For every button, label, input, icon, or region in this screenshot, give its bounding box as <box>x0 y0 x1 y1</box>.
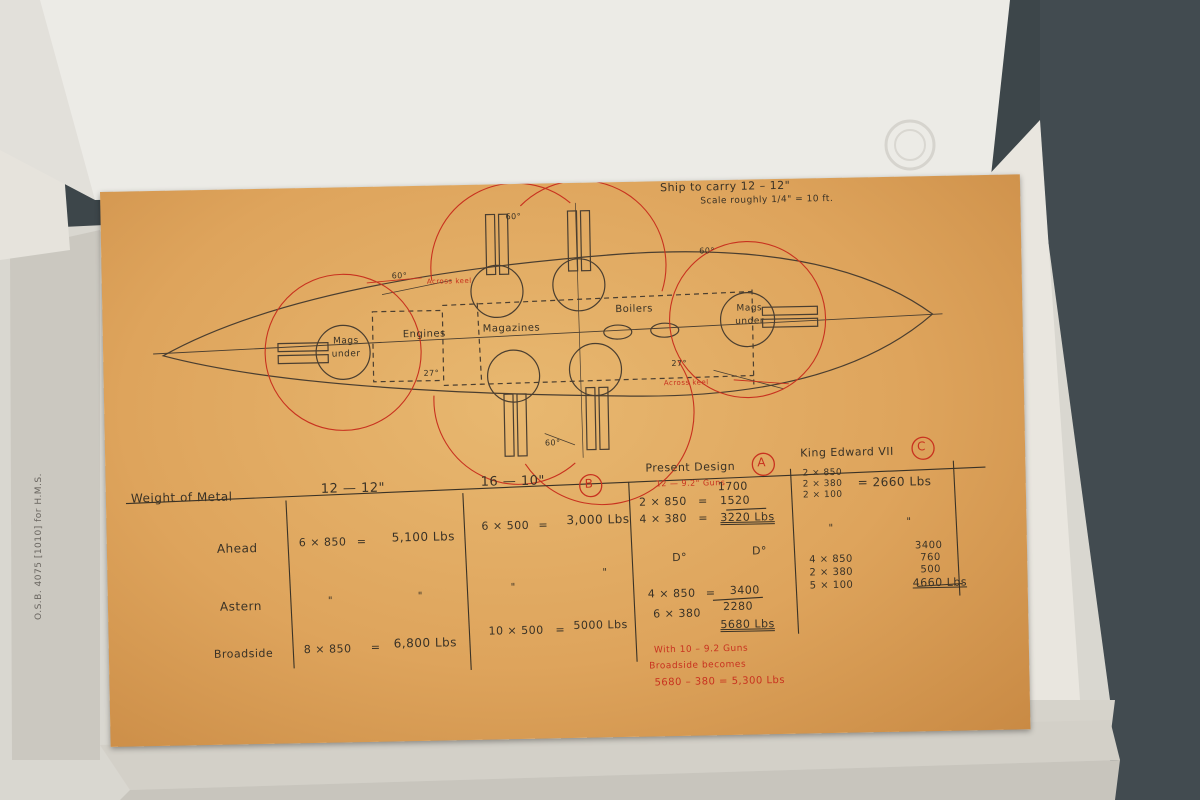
ahead-col4-total: = 2660 Lbs <box>857 474 932 490</box>
label-angle-60-c: 60° <box>699 246 716 256</box>
table-top-rule <box>125 466 986 505</box>
header-weight-of-metal: Weight of Metal <box>130 489 233 506</box>
row-label-broadside: Broadside <box>213 646 274 661</box>
ahead-col4-c: 2 × 100 <box>802 489 843 501</box>
ahead-col2-a: 6 × 500 <box>481 518 530 533</box>
ahead-col3-line2-a: 4 × 380 <box>639 511 688 526</box>
drawing-sheet: Ship to carry 12 – 12" Scale roughly 1/4… <box>100 174 1031 747</box>
ahead-col1-b: 5,100 Lbs <box>391 529 456 545</box>
ahead-col3-line1-b: 1520 <box>719 493 751 508</box>
label-angle-60-b: 60° <box>505 211 522 222</box>
astern-col3-ditto-b: D° <box>751 544 768 558</box>
note-line2: Broadside becomes <box>649 659 747 672</box>
spine-text: O.S.B. 4075 [1010] for H.M.S. <box>34 472 44 620</box>
centerline <box>153 313 943 355</box>
note-line1: With 10 – 9.2 Guns <box>653 643 749 656</box>
label-angle-27-b: 27° <box>671 358 688 369</box>
ahead-col3-line2-b: 3220 Lbs <box>720 510 775 525</box>
astern-col4-ditto-b: " <box>906 516 912 528</box>
label-mags-under-fwd: Mags under <box>331 336 361 360</box>
astern-col4-b-val: 760 <box>920 551 941 564</box>
astern-col4-a: 4 × 850 <box>809 553 853 566</box>
marker-a-circle <box>751 452 776 476</box>
label-angle-27-a: 27° <box>423 368 440 378</box>
ahead-col3-line1-eq: = <box>697 494 708 508</box>
ahead-col3-line2-eq: = <box>698 511 709 525</box>
label-boilers: Boilers <box>615 303 653 316</box>
header-col3-marker: A <box>757 455 767 470</box>
astern-col4-b: 2 × 380 <box>809 566 854 579</box>
marker-c-circle <box>911 436 935 460</box>
marker-b-circle <box>579 473 603 498</box>
astern-col2-ditto-b: " <box>602 567 608 579</box>
ahead-col4-a: 2 × 850 <box>802 467 843 479</box>
broadside-col3-eq: = <box>705 586 716 600</box>
astern-col4-a-val: 3400 <box>914 539 943 552</box>
label-angle-60-a: 60° <box>391 271 408 281</box>
header-col2: 16 — 10" <box>480 473 546 490</box>
broadside-col1-eq: = <box>370 640 381 654</box>
broadside-col3-total: 5680 Lbs <box>720 617 775 632</box>
row-label-astern: Astern <box>219 598 263 614</box>
header-col3: Present Design <box>645 459 736 475</box>
broadside-col3-b: 6 × 380 <box>653 606 702 621</box>
label-across-keel-a: Across keel <box>426 276 472 286</box>
broadside-col3-b-val: 2280 <box>722 599 754 614</box>
astern-col4-c-val: 500 <box>920 563 942 576</box>
astern-col4-total: 4660 Lbs <box>912 575 968 590</box>
broadside-col2-a: 10 × 500 <box>488 623 544 638</box>
label-engines: Engines <box>402 328 446 341</box>
ahead-col2-b: 3,000 Lbs <box>566 511 630 528</box>
astern-col4-ditto-a: " <box>828 522 834 535</box>
label-across-keel-b: Across keel <box>663 378 709 388</box>
astern-col3-ditto-a: D° <box>671 550 688 565</box>
astern-col4-c: 5 × 100 <box>809 579 854 592</box>
ahead-col2-eq: = <box>538 518 549 532</box>
astern-col1-ditto-a: " <box>327 595 334 607</box>
row-label-ahead: Ahead <box>216 541 258 556</box>
broadside-col3-a-val: 3400 <box>729 583 760 597</box>
astern-col2-ditto-a: " <box>510 582 516 594</box>
label-magazines: Magazines <box>482 322 541 335</box>
header-col1: 12 — 12" <box>320 480 386 497</box>
header-col4: King Edward VII <box>800 444 894 460</box>
ahead-col4-b: 2 × 380 <box>802 478 843 490</box>
ahead-col3-line1-a: 2 × 850 <box>638 494 687 509</box>
broadside-col1-b: 6,800 Lbs <box>393 635 458 651</box>
drawing-title: Ship to carry 12 – 12" <box>659 178 791 195</box>
broadside-col3-a: 4 × 850 <box>647 586 696 601</box>
ship-plan-drawing <box>125 179 986 670</box>
ahead-col1-a: 6 × 850 <box>298 535 347 550</box>
broadside-col2-b: 5000 Lbs <box>573 617 628 632</box>
label-angle-60-d: 60° <box>544 438 561 448</box>
ahead-col3-line0: 1700 <box>717 479 748 494</box>
header-col3-sub: 12 — 9.2" Guns <box>655 478 726 489</box>
header-col2-marker: B <box>584 476 594 491</box>
broadside-col2-eq: = <box>555 623 566 637</box>
ahead-col1-eq: = <box>356 534 367 549</box>
label-mags-under-aft: Mags under <box>735 303 765 327</box>
broadside-col1-a: 8 × 850 <box>303 642 352 657</box>
header-col4-marker: C <box>916 439 927 454</box>
astern-col1-ditto-b: " <box>417 590 424 602</box>
